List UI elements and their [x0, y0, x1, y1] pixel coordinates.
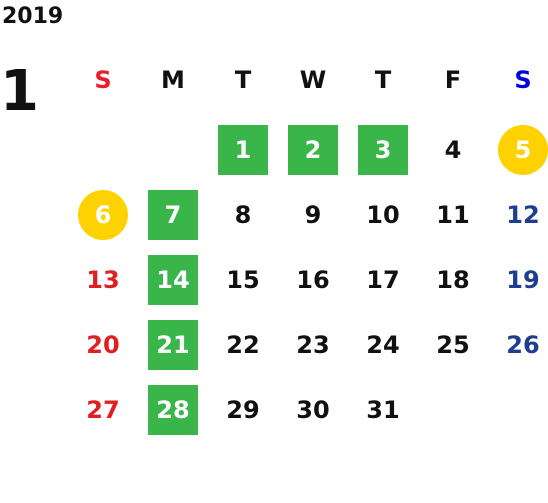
day-number: 22 [226, 331, 260, 359]
day-cell[interactable]: 4 [425, 124, 481, 176]
day-number: 9 [304, 201, 322, 229]
day-cell[interactable]: 19 [495, 254, 548, 306]
day-number: 25 [436, 331, 470, 359]
day-cell[interactable]: 23 [285, 319, 341, 371]
day-cell[interactable]: 28 [145, 384, 201, 436]
day-cell[interactable]: 22 [215, 319, 271, 371]
day-cell[interactable]: 12 [495, 189, 548, 241]
day-cell[interactable]: 8 [215, 189, 271, 241]
day-number: 27 [86, 396, 120, 424]
weekday-header: T [374, 66, 392, 94]
weekday-header: M [161, 66, 185, 94]
day-cell[interactable]: 5 [495, 124, 548, 176]
day-number: 29 [226, 396, 260, 424]
day-number: 20 [86, 331, 120, 359]
day-number: 2 [288, 125, 338, 175]
day-cell[interactable]: 1 [215, 124, 271, 176]
day-cell[interactable]: 18 [425, 254, 481, 306]
day-cell[interactable]: 17 [355, 254, 411, 306]
day-cell[interactable]: 21 [145, 319, 201, 371]
day-number: 11 [436, 201, 470, 229]
day-number: 19 [506, 266, 540, 294]
day-number: 23 [296, 331, 330, 359]
day-cell[interactable]: 6 [75, 189, 131, 241]
day-number: 3 [358, 125, 408, 175]
day-number: 7 [148, 190, 198, 240]
day-number: 17 [366, 266, 400, 294]
day-cell[interactable]: 26 [495, 319, 548, 371]
day-number: 21 [148, 320, 198, 370]
day-cell[interactable]: 31 [355, 384, 411, 436]
day-cell[interactable]: 11 [425, 189, 481, 241]
day-cell[interactable]: 14 [145, 254, 201, 306]
day-number: 1 [218, 125, 268, 175]
day-cell[interactable]: 29 [215, 384, 271, 436]
day-number: 10 [366, 201, 400, 229]
day-number: 12 [506, 201, 540, 229]
day-cell[interactable]: 16 [285, 254, 341, 306]
day-number: 28 [148, 385, 198, 435]
day-number: 15 [226, 266, 260, 294]
day-cell[interactable]: 10 [355, 189, 411, 241]
weekday-header: S [514, 66, 532, 94]
day-number: 18 [436, 266, 470, 294]
day-cell[interactable]: 13 [75, 254, 131, 306]
weekday-header: S [94, 66, 112, 94]
day-cell[interactable]: 24 [355, 319, 411, 371]
year-label: 2019 [2, 4, 64, 29]
weekday-header: W [299, 66, 327, 94]
day-number: 31 [366, 396, 400, 424]
day-number: 26 [506, 331, 540, 359]
day-cell[interactable]: 30 [285, 384, 341, 436]
day-number: 30 [296, 396, 330, 424]
day-number: 6 [78, 190, 128, 240]
day-cell[interactable]: 2 [285, 124, 341, 176]
day-number: 5 [498, 125, 548, 175]
day-number: 8 [234, 201, 252, 229]
day-cell[interactable]: 3 [355, 124, 411, 176]
day-cell[interactable]: 15 [215, 254, 271, 306]
day-number: 16 [296, 266, 330, 294]
day-number: 13 [86, 266, 120, 294]
day-number: 24 [366, 331, 400, 359]
weekday-header: T [234, 66, 252, 94]
day-cell[interactable]: 27 [75, 384, 131, 436]
day-cell[interactable]: 7 [145, 189, 201, 241]
day-number: 14 [148, 255, 198, 305]
day-cell[interactable]: 9 [285, 189, 341, 241]
day-number: 4 [444, 136, 462, 164]
weekday-header: F [444, 66, 462, 94]
day-cell[interactable]: 25 [425, 319, 481, 371]
day-cell[interactable]: 20 [75, 319, 131, 371]
month-number: 1 [0, 59, 39, 124]
